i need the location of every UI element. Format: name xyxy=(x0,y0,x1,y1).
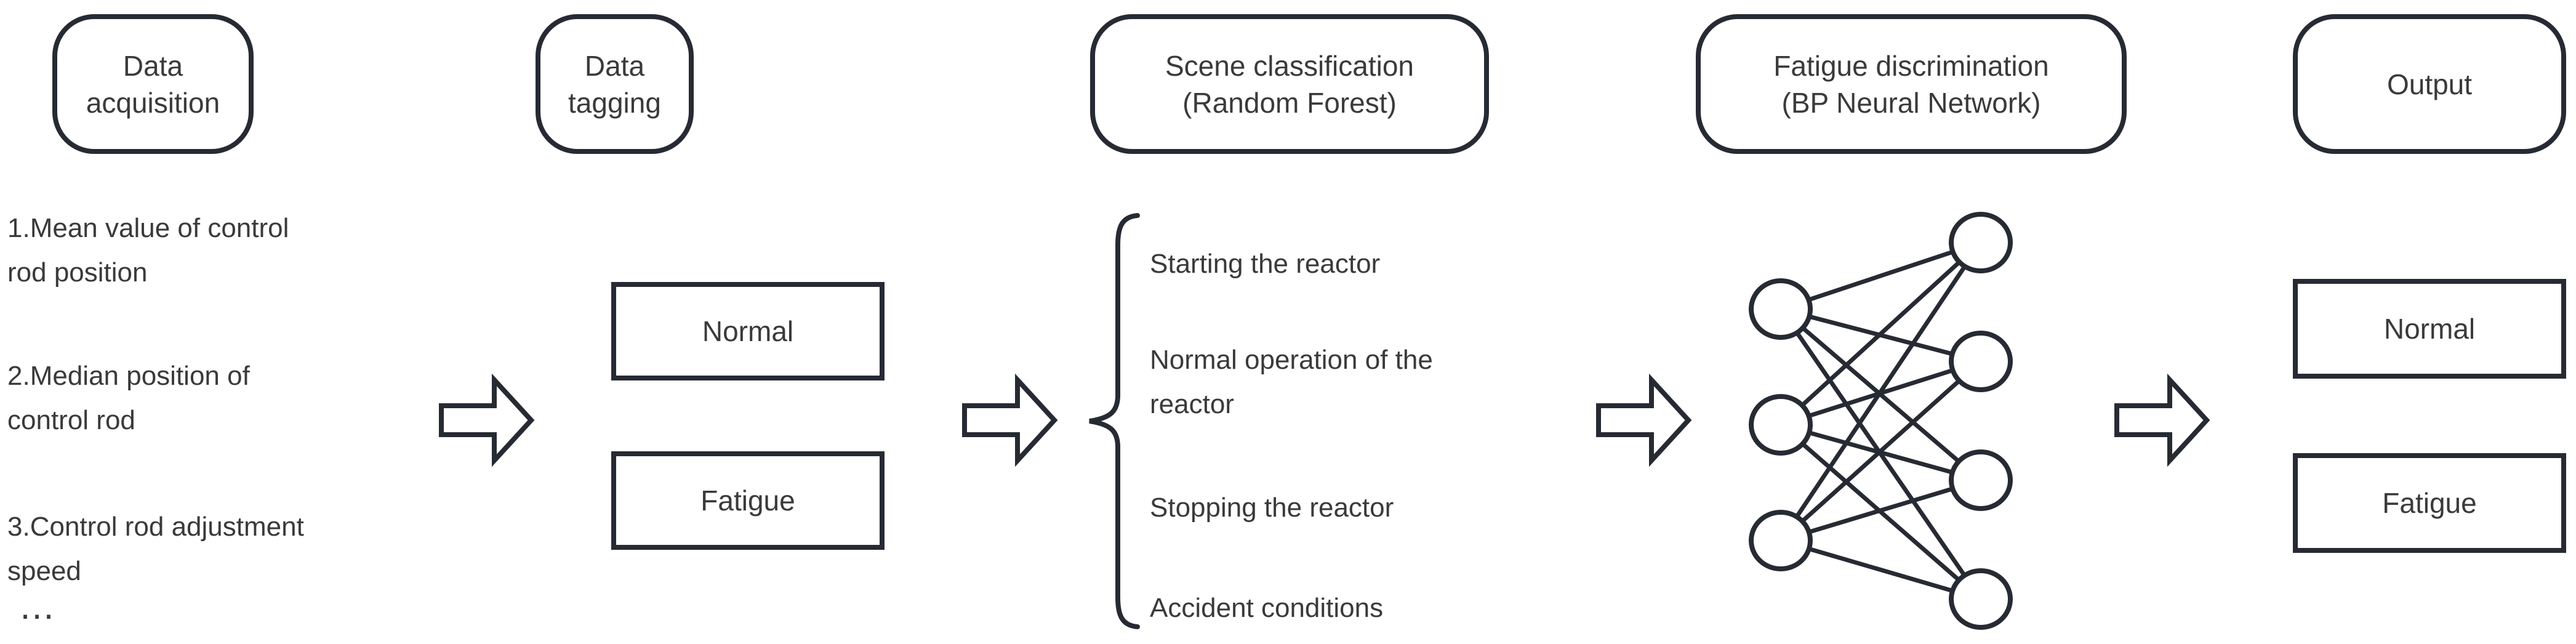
scene-item-stopping: Stopping the reactor xyxy=(1150,493,1394,523)
stage-label-line: Data xyxy=(584,49,645,82)
feature-item-3: 3.Control rod adjustment speed xyxy=(7,505,377,594)
input-node-2 xyxy=(1749,394,1813,456)
stage-label-line: (Random Forest) xyxy=(1182,86,1397,119)
input-node-1 xyxy=(1749,278,1813,340)
stage-scene-classification: Scene classification (Random Forest) xyxy=(1090,14,1489,154)
scene-item-normal-operation: Normal operation of the reactor xyxy=(1150,338,1568,427)
scene-item-starting: Starting the reactor xyxy=(1150,249,1381,279)
network-edge xyxy=(1780,538,1981,602)
feature-line: rod position xyxy=(7,257,148,288)
output-box-normal: Normal xyxy=(2293,279,2566,379)
output-label: Fatigue xyxy=(2382,487,2477,519)
stage-label-line: acquisition xyxy=(86,86,220,119)
feature-line: 3.Control rod adjustment xyxy=(7,512,304,542)
feature-line: 1.Mean value of control xyxy=(7,213,289,243)
network-edge xyxy=(1779,360,1983,542)
flow-arrow-1 xyxy=(439,373,535,467)
stage-output: Output xyxy=(2293,14,2566,154)
tag-box-normal: Normal xyxy=(611,282,885,380)
feature-line: control rod xyxy=(7,405,135,435)
tag-label: Normal xyxy=(702,315,794,347)
output-node-1 xyxy=(1949,212,2013,273)
stage-fatigue-discrimination: Fatigue discrimination (BP Neural Networ… xyxy=(1696,14,2127,154)
feature-line: speed xyxy=(7,556,81,586)
output-node-3 xyxy=(1949,449,2013,511)
feature-item-2: 2.Median position of control rod xyxy=(7,354,377,443)
scene-line: reactor xyxy=(1150,389,1234,419)
stage-label-line: Output xyxy=(2386,68,2473,100)
flow-arrow-3 xyxy=(1596,373,1692,467)
network-edge xyxy=(1779,241,1983,542)
feature-item-1: 1.Mean value of control rod position xyxy=(7,206,377,295)
network-edge xyxy=(1779,241,1983,427)
tag-label: Fatigue xyxy=(700,485,795,517)
curly-brace xyxy=(1089,213,1140,629)
scene-item-accident: Accident conditions xyxy=(1150,593,1384,623)
scene-line: Normal operation of the xyxy=(1150,345,1433,375)
network-edge xyxy=(1780,478,1982,543)
stage-label-line: Fatigue discrimination xyxy=(1773,49,2049,82)
output-node-4 xyxy=(1949,568,2013,630)
output-box-fatigue: Fatigue xyxy=(2293,453,2566,553)
network-edges xyxy=(1779,240,1983,602)
output-node-2 xyxy=(1949,331,2013,392)
flow-arrow-4 xyxy=(2114,373,2210,467)
tag-box-fatigue: Fatigue xyxy=(611,451,885,550)
stage-data-acquisition: Data acquisition xyxy=(52,14,254,154)
stage-label-line: tagging xyxy=(568,86,661,119)
flow-arrow-2 xyxy=(962,373,1058,467)
output-label: Normal xyxy=(2383,313,2476,345)
stage-label-line: Data xyxy=(122,49,183,82)
network-nodes xyxy=(1749,212,2013,630)
stage-label-line: Scene classification xyxy=(1165,49,1414,82)
stage-label-line: (BP Neural Network) xyxy=(1781,86,2041,119)
input-node-3 xyxy=(1749,510,1813,571)
feature-line: 2.Median position of xyxy=(7,361,250,391)
stage-data-tagging: Data tagging xyxy=(536,14,694,154)
feature-ellipsis: … xyxy=(18,586,59,627)
neural-network-diagram xyxy=(1749,212,2013,630)
network-edge xyxy=(1780,240,1982,312)
